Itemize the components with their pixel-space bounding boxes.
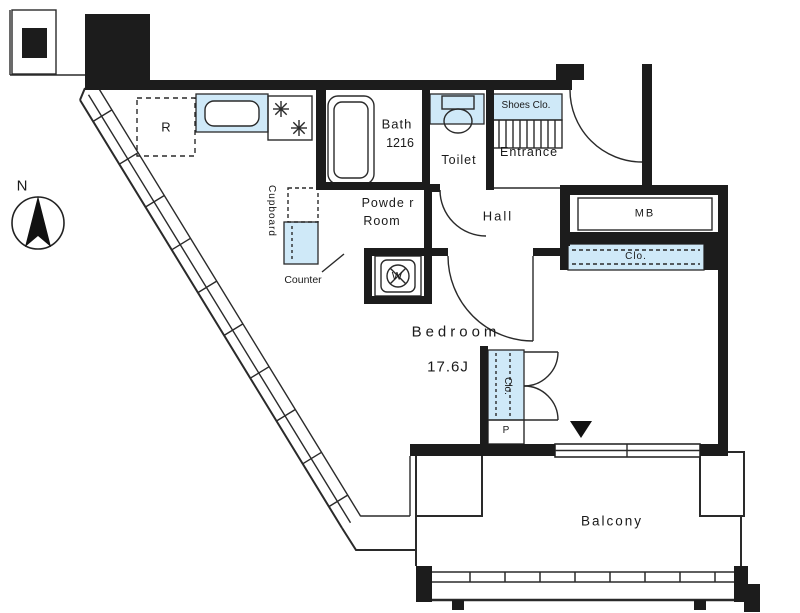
cupboard-label: Cupboard	[266, 185, 277, 237]
direction-marker-icon	[570, 421, 592, 438]
upper-closet-label: Clo.	[625, 251, 647, 262]
fridge-label: R	[161, 119, 171, 135]
pipe-space-label: P	[502, 425, 510, 436]
balcony-railing	[341, 516, 752, 602]
balcony-label: Balcony	[580, 513, 644, 529]
balcony-left-pillar	[415, 451, 483, 517]
cupboard-highlight	[283, 221, 319, 265]
bath-size-label: 1216	[386, 135, 414, 150]
thin-lines	[9, 9, 752, 602]
markers	[11, 196, 592, 438]
cupboard-open-space	[287, 187, 319, 223]
powder-room-label-line2: Room	[363, 213, 401, 228]
walls	[22, 14, 760, 612]
washer-label: W	[391, 270, 403, 283]
balcony-right-pillar	[699, 451, 745, 517]
north-label: N	[16, 177, 28, 195]
bathtub-icon	[327, 95, 375, 185]
toilet-door-arc	[439, 189, 487, 237]
diagonal-window-wall	[79, 87, 362, 529]
bedroom-door-arc	[447, 255, 534, 342]
bedroom-label: Bedroom	[411, 323, 501, 341]
lower-closet-label: Clo.	[502, 377, 513, 395]
toilet-icon	[441, 95, 475, 134]
bedroom-size-label: 17.6J	[427, 358, 469, 376]
highlight-areas	[195, 93, 705, 421]
top-left-structure	[9, 9, 85, 76]
meter-box	[577, 197, 713, 231]
sink-icon	[204, 100, 260, 127]
counter-pointer-line	[321, 253, 345, 273]
stove-icon	[267, 95, 313, 141]
lower-closet-doors	[523, 351, 559, 421]
shoes-closet-label: Shoes Clo.	[501, 100, 551, 111]
entrance-door-arc	[569, 89, 643, 163]
powder-room-label-line1: Powde r	[361, 195, 415, 210]
sliding-window	[554, 443, 701, 458]
upper-closet-highlight	[567, 243, 705, 271]
counter-label: Counter	[284, 273, 322, 286]
refrigerator-space	[136, 97, 196, 157]
entrance-label: Entrance	[499, 144, 559, 159]
north-compass-icon	[11, 196, 65, 250]
toilet-label: Toilet	[441, 152, 477, 167]
lower-closet-shelf-lines	[495, 353, 511, 417]
bath-label: Bath	[381, 116, 413, 132]
upper-closet-shelf-lines	[572, 249, 700, 265]
door-swings	[439, 89, 643, 421]
hall-label: Hall	[482, 208, 514, 224]
meter-box-label: MB	[634, 207, 656, 220]
